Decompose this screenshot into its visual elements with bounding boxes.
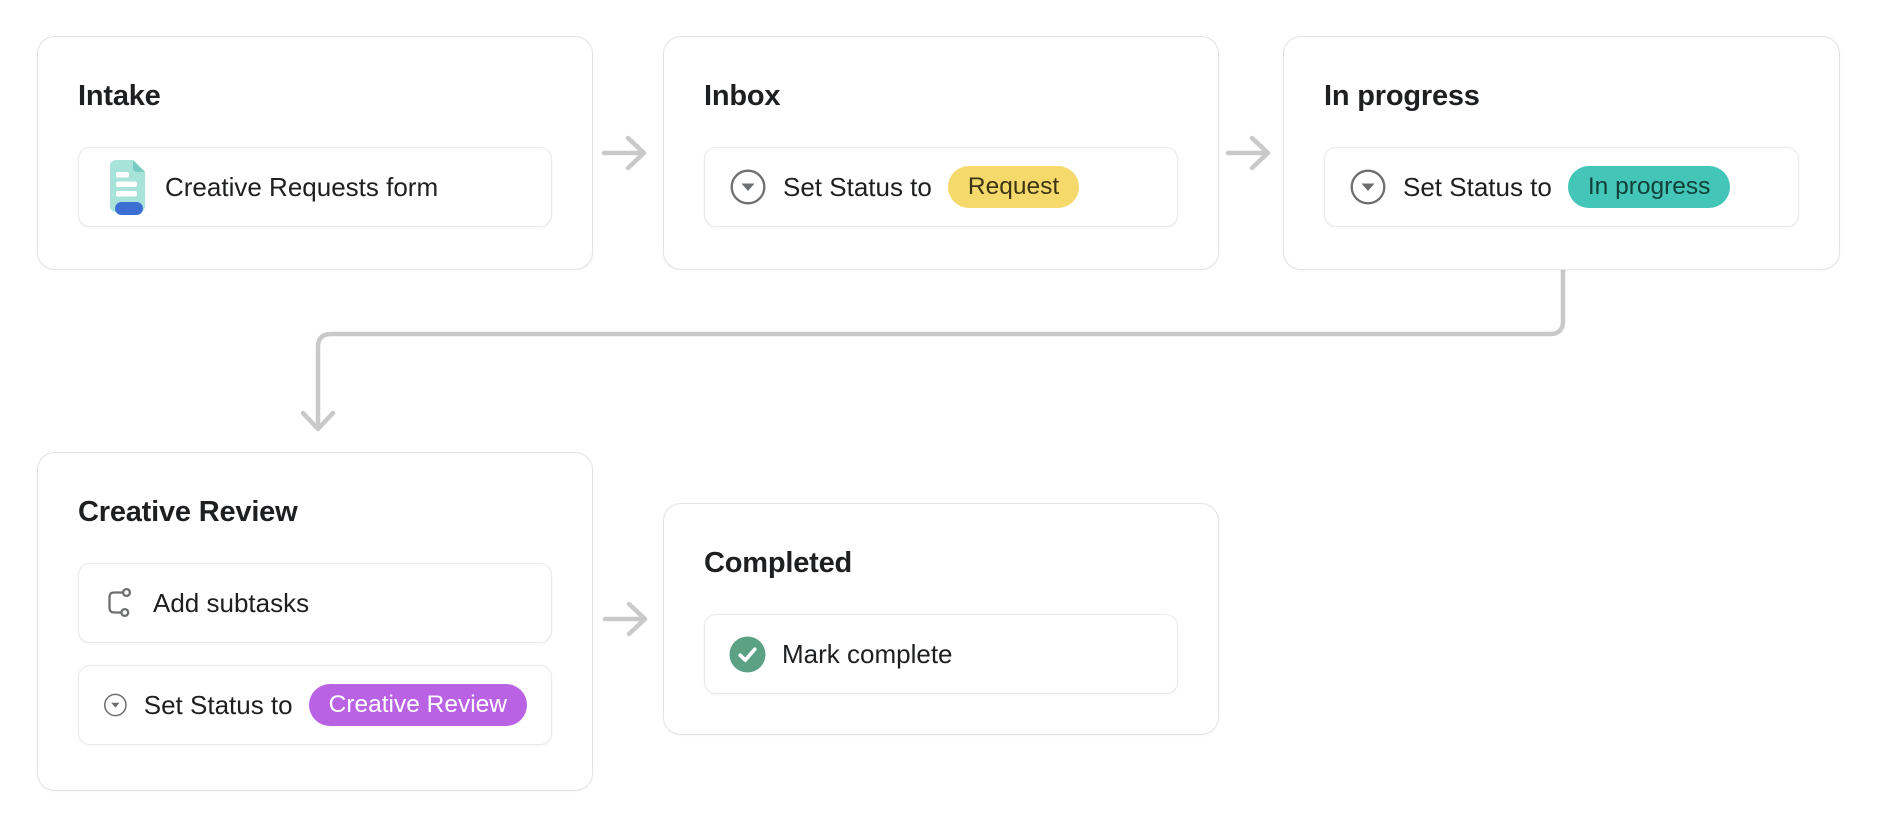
- workflow-section-creative-review: Creative Review Add subtasks Set Status …: [37, 452, 593, 791]
- rule-label: Set Status to: [1403, 171, 1552, 202]
- section-items: Add subtasks Set Status to Creative Revi…: [78, 563, 552, 745]
- section-items: Mark complete: [704, 614, 1178, 694]
- rule-label: Creative Requests form: [165, 171, 439, 202]
- rule-set-status-request[interactable]: Set Status to Request: [704, 147, 1178, 227]
- rule-label: Set Status to: [783, 171, 932, 202]
- rule-creative-requests-form[interactable]: Creative Requests form: [78, 147, 552, 227]
- rule-label: Add subtasks: [153, 587, 310, 618]
- status-badge-creative-review: Creative Review: [308, 684, 527, 726]
- workflow-section-in-progress: In progress Set Status to In progress: [1283, 36, 1840, 270]
- section-title: Creative Review: [78, 496, 298, 528]
- status-dropdown-icon: [730, 169, 766, 205]
- status-dropdown-icon: [104, 693, 127, 717]
- section-title: Completed: [704, 547, 853, 579]
- section-items: Set Status to Request: [704, 147, 1178, 227]
- status-dropdown-icon: [1350, 169, 1386, 205]
- workflow-section-inbox: Inbox Set Status to Request: [663, 36, 1219, 270]
- section-title: Intake: [78, 80, 161, 112]
- section-title: In progress: [1324, 80, 1480, 112]
- workflow-section-intake: Intake Creative Requests form: [37, 36, 593, 270]
- form-icon: [110, 160, 145, 215]
- rule-mark-complete[interactable]: Mark complete: [704, 614, 1178, 694]
- section-title: Inbox: [704, 80, 781, 112]
- rule-add-subtasks[interactable]: Add subtasks: [78, 563, 552, 643]
- rule-set-status-creative-review[interactable]: Set Status to Creative Review: [78, 665, 552, 745]
- check-circle-icon: [729, 636, 766, 672]
- rule-set-status-in-progress[interactable]: Set Status to In progress: [1324, 147, 1799, 227]
- rule-label: Mark complete: [782, 638, 953, 669]
- arrow-right-icon: [601, 135, 647, 171]
- section-items: Set Status to In progress: [1324, 147, 1799, 227]
- section-items: Creative Requests form: [78, 147, 552, 227]
- status-badge-in-progress: In progress: [1567, 166, 1731, 208]
- rule-label: Set Status to: [143, 689, 293, 720]
- arrow-down-icon: [300, 410, 336, 432]
- workflow-section-completed: Completed Mark complete: [663, 503, 1219, 735]
- status-badge-request: Request: [947, 166, 1080, 208]
- arrow-right-icon: [602, 601, 648, 637]
- arrow-right-icon: [1225, 135, 1271, 171]
- subtasks-icon: [108, 587, 132, 618]
